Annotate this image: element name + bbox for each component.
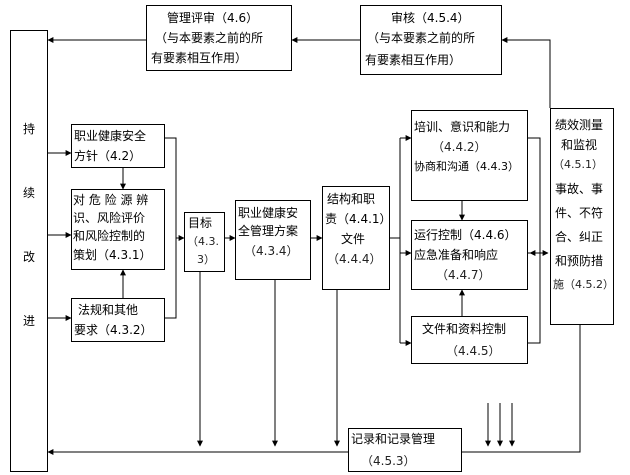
- audit-box: 审核（4.5.4） （与本要素之前的所 有要素相互作用）: [360, 5, 502, 75]
- audit-note-2: 有要素相互作用）: [365, 53, 462, 67]
- training-box: 培训、意识和能力 （4.4.2） 协商和沟通（4.4.3）: [411, 110, 528, 201]
- hazard-planning-label-4: 策划（4.3.1）: [73, 248, 152, 262]
- hazard-planning-box: 对 危 险 源 辨 识、风险评价 和风险控制的 策划（4.3.1）: [71, 189, 165, 270]
- audit-note-1: （与本要素之前的所: [367, 31, 476, 45]
- management-review-box: 管理评审（4.6） （与本要素之前的所 有要素相互作用）: [146, 5, 292, 71]
- performance-label-4: 事故、事: [555, 182, 604, 196]
- continuous-improvement-box: 持 续 改 进: [10, 30, 48, 472]
- records-label-2: （4.5.3）: [361, 454, 416, 468]
- hazard-planning-label-3: 和风险控制的: [73, 229, 146, 243]
- policy-box: 职业健康安全 方针（4.2）: [71, 124, 165, 168]
- structure-label-2: 责（4.4.1）: [325, 212, 392, 226]
- performance-label-1: 绩效测量: [555, 118, 604, 132]
- programme-label-1: 职业健康安: [238, 206, 299, 220]
- policy-label-1: 职业健康安全: [74, 129, 147, 143]
- objectives-label-1: 目标: [188, 216, 213, 230]
- programme-box: 职业健康安 全管理方案 （4.3.4）: [235, 200, 311, 280]
- structure-label-3: 文件: [341, 232, 366, 246]
- performance-label-8: 施（4.5.2）: [553, 278, 614, 291]
- operational-control-box: 运行控制（4.4.6） 应急准备和响应 （4.4.7）: [411, 220, 528, 290]
- performance-label-3: （4.5.1）: [553, 158, 603, 171]
- audit-title: 审核（4.5.4）: [391, 11, 470, 25]
- performance-label-2: 和监视: [561, 138, 598, 152]
- performance-label-5: 件、不符: [555, 206, 604, 220]
- programme-label-3: （4.3.4）: [244, 244, 299, 258]
- management-review-title: 管理评审（4.6）: [167, 11, 259, 25]
- management-review-note-2: 有要素相互作用）: [151, 51, 248, 65]
- policy-label-2: 方针（4.2）: [74, 149, 142, 163]
- objectives-label-2: （4.3.: [187, 235, 219, 248]
- training-label-1: 培训、意识和能力: [414, 120, 511, 134]
- objectives-label-3: 3）: [197, 253, 215, 266]
- hazard-planning-label-1: 对 危 险 源 辨: [73, 193, 149, 207]
- operational-control-label-3: （4.4.7）: [436, 268, 491, 282]
- structure-label-4: （4.4.4）: [327, 252, 382, 266]
- structure-label-1: 结构和职: [327, 192, 376, 206]
- continuous-improvement-char-1: 持: [23, 122, 36, 136]
- structure-box: 结构和职 责（4.4.1） 文件 （4.4.4）: [322, 186, 392, 290]
- performance-label-6: 合、纠正: [555, 230, 604, 244]
- hazard-planning-label-2: 识、风险评价: [73, 211, 146, 225]
- continuous-improvement-char-3: 改: [23, 250, 36, 264]
- legal-requirements-box: 法规和其他 要求（4.3.2）: [71, 298, 165, 342]
- document-control-label-1: 文件和资料控制: [422, 322, 507, 336]
- operational-control-label-1: 运行控制（4.4.6）: [414, 228, 517, 242]
- operational-control-label-2: 应急准备和响应: [414, 248, 499, 262]
- performance-label-7: 和预防措: [555, 254, 604, 268]
- training-label-2: （4.4.2）: [432, 140, 487, 154]
- legal-requirements-label-1: 法规和其他: [78, 303, 139, 317]
- legal-requirements-label-2: 要求（4.3.2）: [74, 323, 153, 337]
- continuous-improvement-char-2: 续: [23, 186, 36, 200]
- objectives-box: 目标 （4.3. 3）: [184, 212, 225, 272]
- document-control-label-2: （4.4.5）: [446, 344, 501, 358]
- continuous-improvement-char-4: 进: [23, 314, 36, 328]
- records-label-1: 记录和记录管理: [351, 432, 436, 446]
- programme-label-2: 全管理方案: [238, 224, 299, 238]
- management-review-note-1: （与本要素之前的所: [155, 31, 264, 45]
- records-box: 记录和记录管理 （4.5.3）: [348, 428, 462, 472]
- document-control-box: 文件和资料控制 （4.4.5）: [411, 316, 528, 364]
- performance-measurement-box: 绩效测量 和监视 （4.5.1） 事故、事 件、不符 合、纠正 和预防措 施（4…: [550, 108, 614, 325]
- training-label-3: 协商和沟通（4.4.3）: [414, 160, 519, 173]
